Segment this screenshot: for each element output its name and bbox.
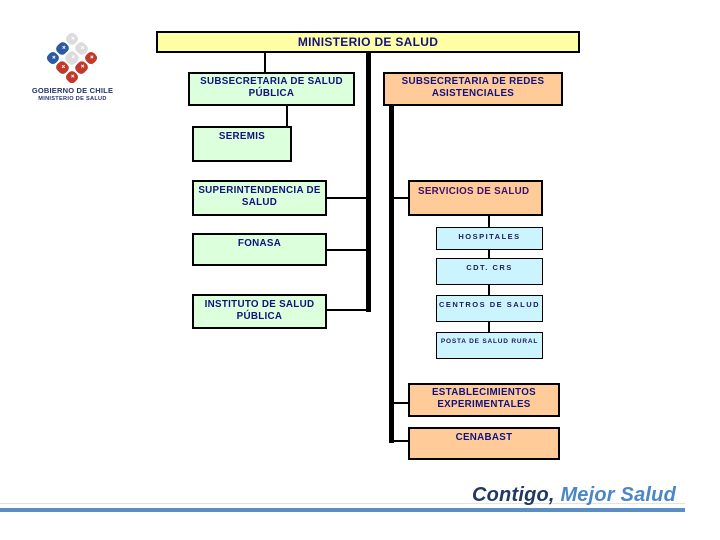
node-superintendencia-de-salud: SUPERINTENDENCIA DE SALUD (192, 180, 327, 216)
footer-blue-rule (0, 508, 685, 512)
connector-publica-to-seremis (286, 106, 288, 126)
node-subsecretaria-redes-asistenciales: SUBSECRETARIA DE REDES ASISTENCIALES (383, 72, 563, 106)
footer-faint-rule (0, 503, 685, 504)
slogan-mejor-salud: Mejor Salud (554, 484, 676, 506)
connector-right-spine (389, 106, 394, 443)
connector-left-spine (366, 53, 371, 312)
node-subsecretaria-salud-publica: SUBSECRETARIA DE SALUD PÚBLICA (188, 72, 355, 106)
connector-cdt-centros (488, 285, 490, 295)
connector-cenabast (394, 440, 408, 442)
slogan-contigo: Contigo, (472, 484, 555, 506)
logo-ministerio-label: MINISTERIO DE SALUD (38, 96, 107, 102)
node-hospitales: HOSPITALES (436, 227, 543, 250)
node-servicios-de-salud: SERVICIOS DE SALUD (408, 180, 543, 216)
slogan: Contigo, Mejor Salud (472, 484, 676, 507)
node-instituto-salud-publica: INSTITUTO DE SALUD PÚBLICA (192, 294, 327, 329)
node-cdt-crs: CDT. CRS (436, 258, 543, 285)
node-cenabast: CENABAST (408, 427, 560, 460)
node-centros-de-salud: CENTROS DE SALUD (436, 295, 543, 322)
connector-root-to-salud-publica (264, 53, 266, 72)
connector-hospitales-cdt (488, 250, 490, 258)
node-seremis: SEREMIS (192, 126, 292, 162)
node-fonasa: FONASA (192, 233, 327, 266)
connector-establecimientos (394, 402, 408, 404)
connector-servicios-hospitales (488, 216, 490, 227)
gobierno-de-chile-logo-icon: ✚✚✚✚✚✚✚✚✚ (45, 31, 99, 85)
node-posta-salud-rural: POSTA DE SALUD RURAL (436, 332, 543, 359)
node-ministerio-de-salud: MINISTERIO DE SALUD (156, 31, 580, 53)
connector-fonasa (327, 249, 366, 251)
logo-gobierno-label: GOBIERNO DE CHILE (31, 86, 114, 95)
connector-superintendencia (327, 197, 366, 199)
connector-servicios (394, 197, 408, 199)
connector-centros-posta (488, 322, 490, 332)
connector-instituto (327, 309, 366, 311)
node-establecimientos-experimentales: ESTABLECIMIENTOS EXPERIMENTALES (408, 383, 560, 417)
